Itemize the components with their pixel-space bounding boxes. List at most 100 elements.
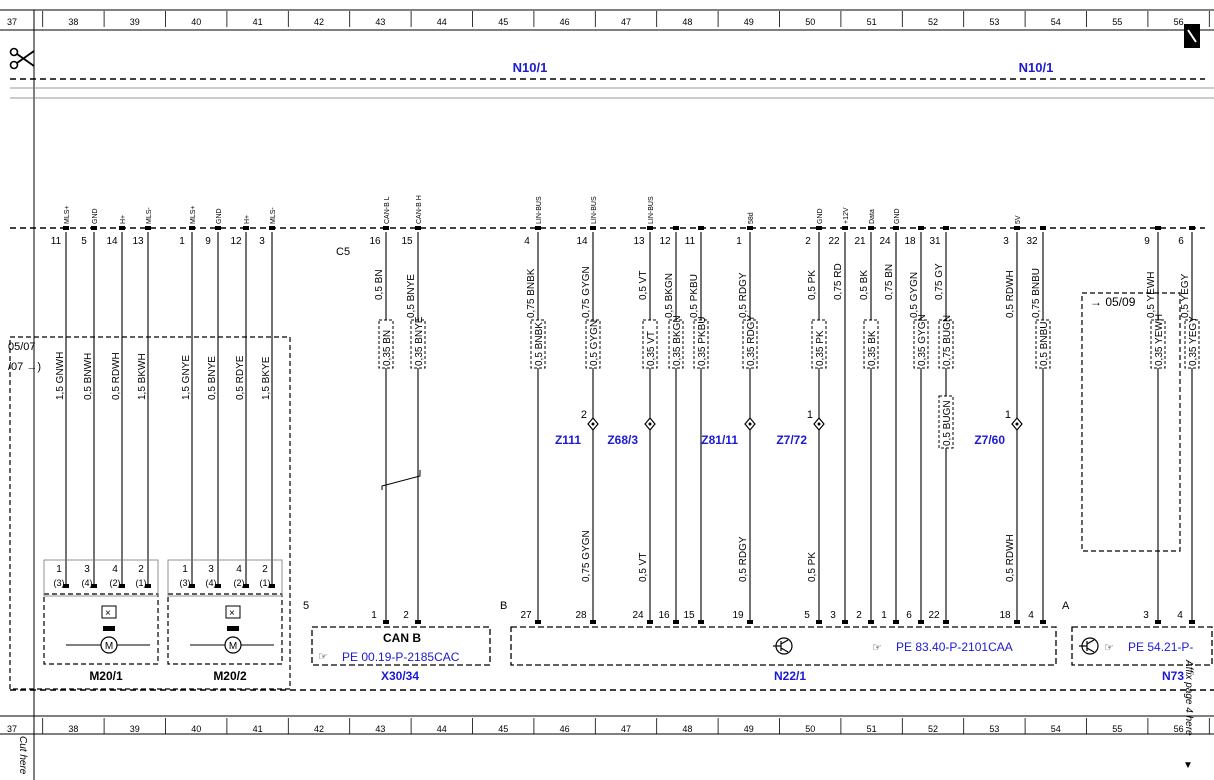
pin-terminal — [918, 620, 924, 624]
pin-terminal — [868, 620, 874, 624]
connector-pin-number: 14 — [106, 236, 118, 247]
connector-pin-number: 5 — [81, 236, 87, 247]
ruler-column-label: 55 — [1112, 724, 1122, 734]
wire-color-label: 0,5 PK — [807, 270, 818, 300]
wire-color-label: 0,5 BK — [859, 270, 870, 300]
splice-dot — [1015, 422, 1019, 426]
pin-signal-label: Data — [869, 209, 876, 224]
pin-terminal — [893, 620, 899, 624]
ruler-column-label: 49 — [744, 17, 754, 27]
splice-label: Z81/11 — [701, 433, 738, 447]
pin-terminal — [91, 584, 97, 588]
pin-terminal — [1040, 620, 1046, 624]
ruler-column-label: 56 — [1174, 724, 1184, 734]
wire-lower-label: 0,5 RDGY — [738, 536, 749, 582]
pointer-hand-icon: ☞ — [872, 642, 882, 654]
scissors-icon — [9, 47, 35, 70]
module-pin-number: 1 — [182, 564, 188, 575]
component-x30-34-marker: 5 — [303, 600, 309, 612]
component-n73-box — [1071, 626, 1213, 666]
ruler-column-label: 51 — [867, 724, 877, 734]
module-pin-number: 6 — [906, 610, 912, 621]
affix-page-note: Affix page 4 here — [1183, 659, 1194, 736]
component-n22-1-label: N22/1 — [774, 669, 806, 683]
pin-terminal — [868, 226, 874, 230]
ruler-column-label: 53 — [989, 17, 999, 27]
pin-terminal — [1189, 620, 1195, 624]
pin-signal-label: 58d — [748, 212, 755, 224]
wire-section-label: 0,35 BKGN — [672, 315, 683, 366]
pin-terminal — [63, 584, 69, 588]
splice-dot — [748, 422, 752, 426]
module-pin-sub: (2) — [110, 578, 121, 588]
wire-color-label: 0,5 PKBU — [689, 274, 700, 318]
module-boundary-n73-version — [1081, 292, 1181, 552]
pin-signal-label: GND — [817, 208, 824, 224]
module-pin-sub: (1) — [260, 578, 271, 588]
module-pin-number: 1 — [56, 564, 62, 575]
module-pin-number: 18 — [999, 610, 1011, 621]
connector-pin-number: 22 — [828, 236, 840, 247]
module-pin-number: 5 — [804, 610, 810, 621]
splice-dot — [817, 422, 821, 426]
connector-pin-number: 11 — [51, 236, 62, 247]
version-note: → 05/09 — [1090, 295, 1136, 309]
wire-section-label: 0,35 PK — [815, 330, 826, 366]
connector-pin-number: 32 — [1026, 236, 1038, 247]
pin-terminal — [415, 620, 421, 624]
module-pin-number: 2 — [403, 610, 409, 621]
close-icon: × — [105, 608, 111, 619]
module-pin-number: 28 — [575, 610, 587, 621]
ruler-column-label: 39 — [130, 724, 140, 734]
ruler-column-label: 38 — [68, 724, 78, 734]
pin-signal-label: +12V — [843, 207, 850, 224]
ruler-column-label: 42 — [314, 17, 324, 27]
module-pin-number: 19 — [732, 610, 744, 621]
left-note-2: /07 →) — [8, 361, 41, 373]
wire-color-label: 0,5 YEGY — [1180, 273, 1191, 318]
component-x30-34-label: X30/34 — [381, 669, 419, 683]
pin-terminal — [698, 226, 704, 230]
wire-section-label: 0,5 BUGN — [942, 400, 953, 446]
ruler-column-label: 53 — [989, 724, 999, 734]
pin-terminal — [647, 226, 653, 230]
connector-pin-number: 1 — [179, 236, 185, 247]
component-x30-34-ref: PE 00.19-P-2185CAC — [342, 650, 460, 664]
pin-terminal — [243, 226, 249, 230]
arrow-down-icon: ▼ — [1183, 760, 1193, 771]
component-n73-ref: PE 54.21-P- — [1128, 640, 1193, 654]
wire-section-box — [1184, 319, 1200, 369]
pin-terminal — [63, 226, 69, 230]
pin-signal-label: GND — [216, 208, 223, 224]
wire-color-label: 0,75 RD — [833, 263, 844, 300]
pin-terminal — [189, 584, 195, 588]
component-n22-1-ref: PE 83.40-P-2101CAA — [896, 640, 1013, 654]
connector-pin-number: 9 — [205, 236, 211, 247]
wire-section-box — [410, 319, 426, 369]
pin-terminal — [943, 226, 949, 230]
wire-section-box — [913, 319, 929, 369]
module-pin-sub: (3) — [180, 578, 191, 588]
connector-pin-number: 1 — [736, 236, 742, 247]
module-pin-sub: (4) — [82, 578, 93, 588]
wire-section-box — [530, 319, 546, 369]
wire-section-box — [585, 319, 601, 369]
wire-color-label: 0,5 GYGN — [909, 272, 920, 318]
connector-pin-number: 4 — [524, 236, 530, 247]
component-n73-marker: A — [1062, 600, 1070, 612]
ruler-column-label: 52 — [928, 17, 938, 27]
splice-dot — [591, 422, 595, 426]
wire-lower-label: 0,5 PK — [807, 552, 818, 582]
pin-terminal — [918, 226, 924, 230]
pin-terminal — [119, 584, 125, 588]
component-m20-1-label: M20/1 — [89, 669, 123, 683]
wire-lower-label: 0,5 VT — [638, 553, 649, 582]
ruler-column-label: 56 — [1174, 17, 1184, 27]
pin-signal-label: LIN-BUS — [591, 196, 598, 224]
diagram-frame — [0, 9, 1214, 780]
wire-color-label: 0,5 RDGY — [738, 272, 749, 318]
component-x30-34-title: CAN B — [383, 631, 421, 645]
